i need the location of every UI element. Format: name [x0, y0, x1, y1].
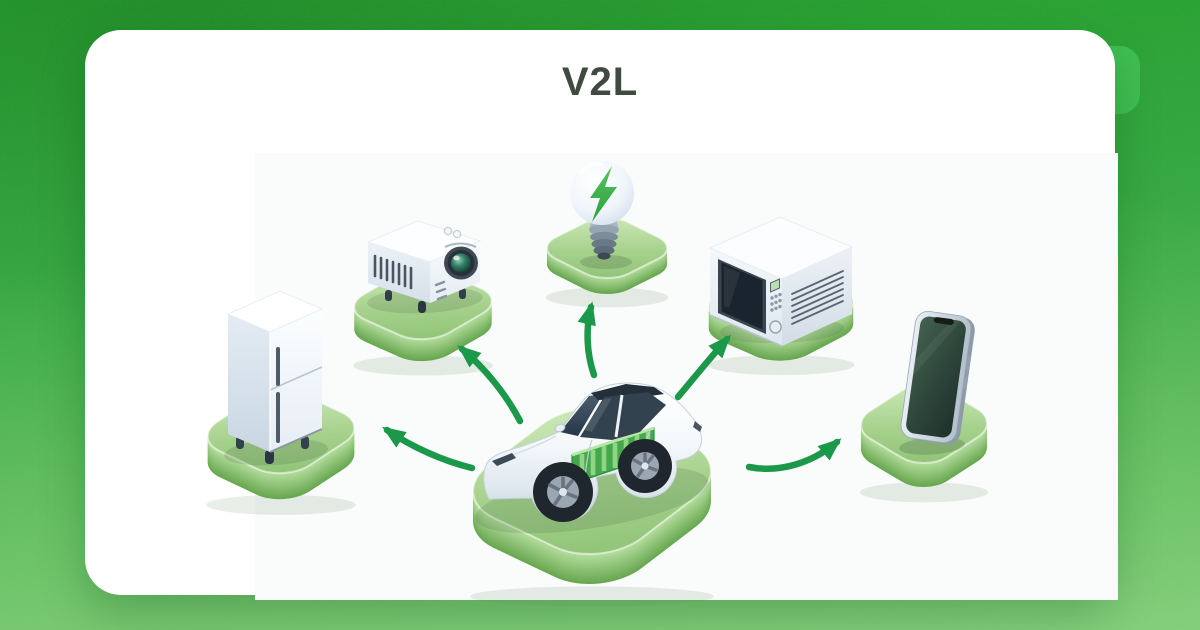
- page-title: V2L: [561, 60, 639, 104]
- illustration-background: [255, 153, 1118, 600]
- content-card: [85, 30, 1118, 600]
